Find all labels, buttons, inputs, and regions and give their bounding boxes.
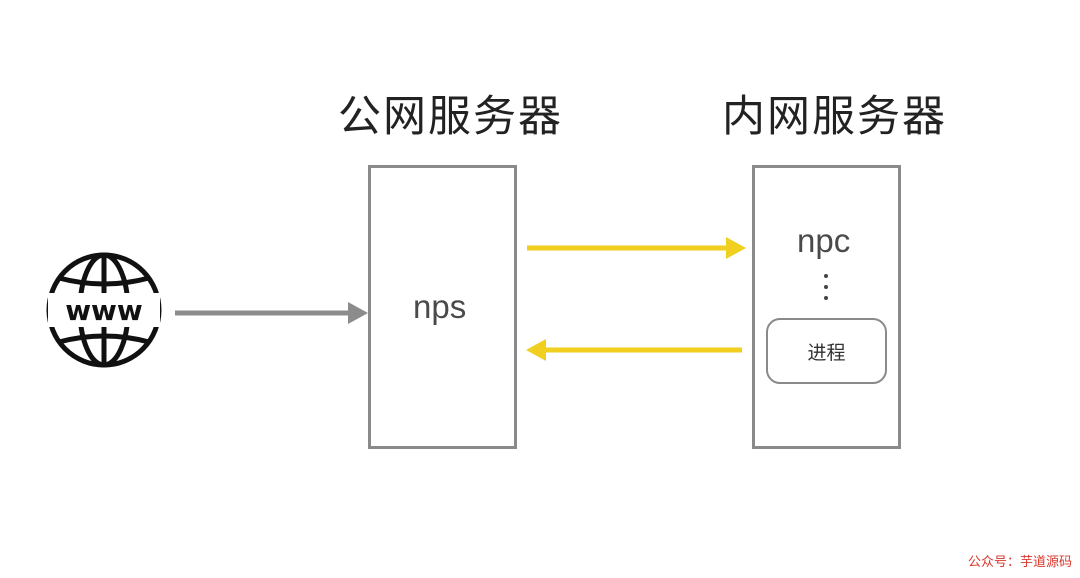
private-server-heading: 内网服务器 — [722, 92, 947, 142]
www-label: www — [65, 294, 143, 327]
yellow-arrow-right — [527, 237, 746, 259]
ellipsis-icon — [822, 272, 830, 302]
watermark: 公众号：芋道源码 — [967, 555, 1072, 570]
npc-label: npc — [797, 222, 851, 259]
www-globe-icon: www — [46, 252, 162, 368]
yellow-arrow-left — [526, 339, 742, 361]
public-server-box — [368, 165, 517, 449]
private-server-box — [752, 165, 901, 449]
public-server-heading: 公网服务器 — [338, 92, 563, 142]
process-box: 进程 — [766, 318, 887, 384]
gray-arrow — [175, 302, 368, 324]
nps-label: nps — [413, 288, 467, 325]
